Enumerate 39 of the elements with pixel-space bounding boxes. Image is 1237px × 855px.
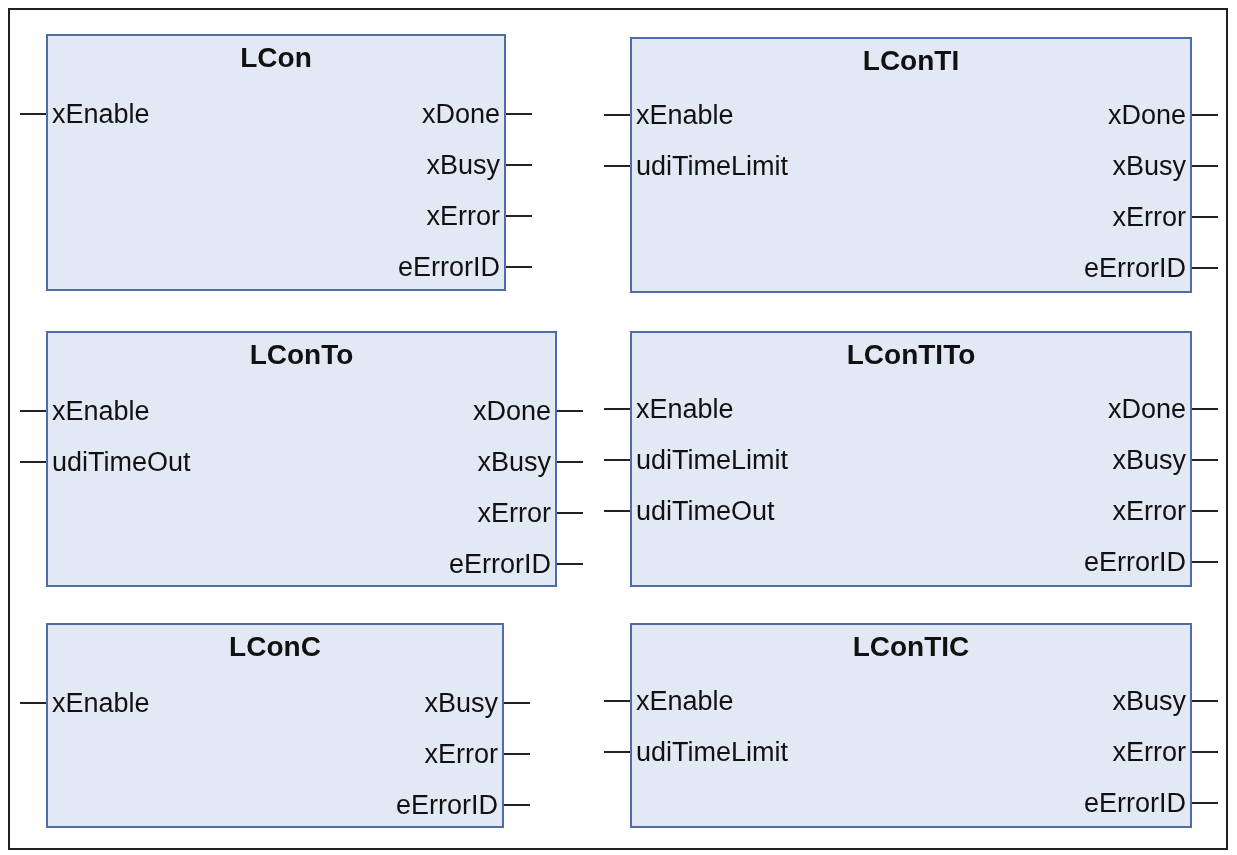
output-pin-label: eErrorID <box>1084 252 1186 284</box>
output-pin-label: eErrorID <box>398 251 500 283</box>
input-pin-label: xEnable <box>52 98 150 130</box>
output-pin-label: xBusy <box>426 149 500 181</box>
input-pin-label: udiTimeOut <box>52 446 191 478</box>
block-title: LCon <box>239 42 313 74</box>
output-pin-label: xError <box>1112 736 1186 768</box>
block-title: LConC <box>228 631 322 663</box>
output-pin-label: xDone <box>472 395 551 427</box>
input-pin-label: xEnable <box>52 395 150 427</box>
output-pin-label: xBusy <box>477 446 551 478</box>
output-pin-label: xDone <box>1107 99 1186 131</box>
input-pin-label: udiTimeLimit <box>636 736 789 768</box>
input-pin-label: xEnable <box>636 393 734 425</box>
output-pin-label: eErrorID <box>449 548 551 580</box>
output-pin-label: xError <box>1112 495 1186 527</box>
output-pin-label: xError <box>1112 201 1186 233</box>
block-title: LConTIC <box>851 631 971 663</box>
output-pin-label: xBusy <box>424 687 498 719</box>
output-pin-label: xDone <box>421 98 500 130</box>
output-pin-label: xError <box>426 200 500 232</box>
output-pin-label: xError <box>477 497 551 529</box>
output-pin-label: xBusy <box>1112 150 1186 182</box>
output-pin-label: xBusy <box>1112 444 1186 476</box>
block-title: LConTITo <box>845 339 977 371</box>
input-pin-label: xEnable <box>636 99 734 131</box>
input-pin-label: udiTimeOut <box>636 495 775 527</box>
input-pin-label: udiTimeLimit <box>636 150 789 182</box>
output-pin-label: xBusy <box>1112 685 1186 717</box>
block-title: LConTo <box>248 339 355 371</box>
input-pin-label: xEnable <box>52 687 150 719</box>
output-pin-label: xDone <box>1107 393 1186 425</box>
output-pin-label: eErrorID <box>1084 787 1186 819</box>
input-pin-label: xEnable <box>636 685 734 717</box>
output-pin-label: xError <box>424 738 498 770</box>
block-title: LConTI <box>861 45 961 77</box>
output-pin-label: eErrorID <box>396 789 498 821</box>
output-pin-label: eErrorID <box>1084 546 1186 578</box>
input-pin-label: udiTimeLimit <box>636 444 789 476</box>
